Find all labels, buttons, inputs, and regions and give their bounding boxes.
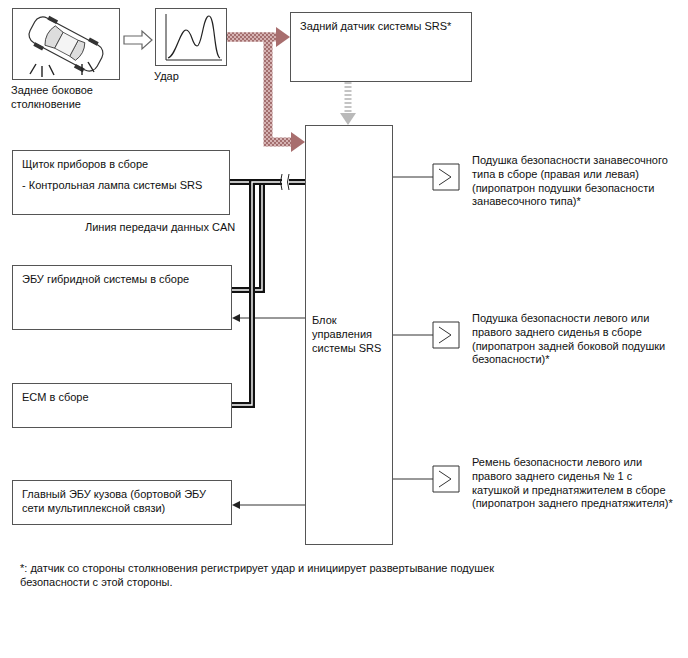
can-bus-line-core (232, 182, 305, 405)
node-label: Щиток приборов в сборе (22, 158, 220, 172)
signal-line (393, 479, 425, 480)
node-sublabel: - Контрольная лампа системы SRS (22, 179, 220, 193)
node-label: Удар (154, 70, 226, 84)
node-label: Заднее боковое столкновение (11, 84, 123, 112)
can-bus-line-core (232, 182, 305, 290)
node-label: Главный ЭБУ кузова (бортовой ЭБУ сети му… (22, 488, 222, 516)
can-bus-line (232, 182, 305, 290)
sensor-box: Задний датчик системы SRS* (290, 12, 472, 82)
connector (232, 314, 305, 322)
signal-line (393, 177, 425, 178)
arrow-head (291, 132, 305, 152)
signal-line (239, 318, 305, 319)
arrow-head (232, 501, 240, 509)
ecu-box: Главный ЭБУ кузова (бортовой ЭБУ сети му… (12, 480, 232, 525)
connector (232, 182, 305, 290)
hollow-arrow (124, 31, 152, 49)
node-label: ЭБУ гибридной системы в сборе (22, 273, 222, 287)
impact-signal-band (227, 37, 292, 142)
connector (393, 177, 425, 178)
squib-outline (425, 160, 461, 194)
node-label: Ремень безопасности левого или правого з… (472, 456, 677, 511)
squib-symbol: Ремень безопасности левого или правого з… (425, 462, 461, 496)
sensor-signal-band (345, 82, 352, 114)
can-bus-line (232, 182, 305, 405)
node-label: ECM в сборе (22, 391, 222, 405)
squib-outline (425, 318, 461, 352)
ecu-box: Щиток приборов в сборе - Контрольная ламп… (12, 150, 230, 215)
connector (227, 37, 305, 152)
impact-marks (30, 62, 94, 77)
connector (124, 31, 152, 49)
signal-line (393, 335, 425, 336)
line-break-mark (281, 174, 290, 190)
ecu-box: ЭБУ гибридной системы в сборе (12, 265, 232, 330)
connector (232, 501, 305, 509)
connector (340, 82, 356, 125)
bus-label: Линия передачи данных CAN (85, 221, 255, 235)
node-label: Блок управления системы SRS (312, 314, 386, 355)
connector (393, 335, 425, 336)
arrow-head (340, 113, 356, 125)
arrow-head (276, 27, 290, 47)
node-label: Подушка безопасности занавесочного типа … (472, 154, 677, 209)
car-top-view (24, 11, 107, 77)
squib-symbol: Подушка безопасности занавесочного типа … (425, 160, 461, 194)
connector (393, 479, 425, 480)
ecu-box: ECM в сборе (12, 383, 232, 428)
connector (232, 182, 305, 405)
node-label: Подушка безопасности левого или правого … (472, 312, 677, 367)
control-unit-box: Блок управления системы SRS (305, 125, 393, 545)
impact-graph (166, 14, 222, 60)
arrow-head (232, 314, 240, 322)
graph-box: Удар (155, 8, 227, 66)
footnote: *: датчик со стороны столкновения регист… (20, 562, 500, 590)
squib-symbol: Подушка безопасности левого или правого … (425, 318, 461, 352)
signal-line (239, 505, 305, 506)
illustration-box: Заднее боковое столкновение (12, 8, 120, 80)
node-label: Задний датчик системы SRS* (300, 20, 462, 34)
squib-outline (425, 462, 461, 496)
